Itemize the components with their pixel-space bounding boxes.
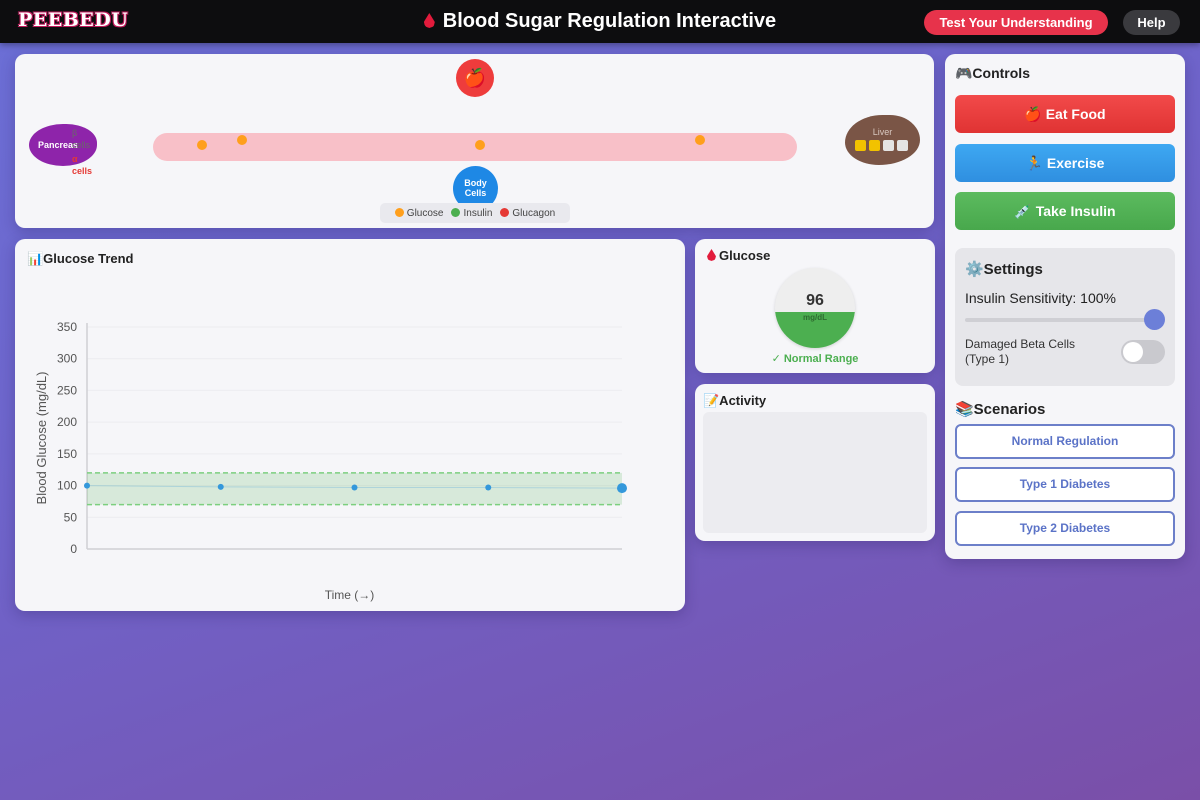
legend-label: Insulin bbox=[463, 207, 493, 219]
glucose-gauge: 96 mg/dL bbox=[775, 268, 855, 348]
glycogen-block bbox=[855, 140, 866, 151]
take-insulin-button[interactable]: 💉 Take Insulin bbox=[955, 192, 1175, 230]
controls-title: 🎮Controls bbox=[955, 65, 1030, 81]
y-tick-label: 350 bbox=[57, 320, 77, 334]
activity-panel: 📝Activity bbox=[695, 384, 935, 541]
body-cells-label: Body Cells bbox=[464, 178, 487, 198]
gauge-fill bbox=[775, 312, 855, 348]
legend-dot bbox=[500, 207, 510, 217]
y-tick-label: 300 bbox=[57, 352, 77, 366]
glucose-point bbox=[485, 484, 492, 491]
controls-panel: 🎮Controls 🍎 Eat Food 🏃 Exercise 💉 Take I… bbox=[945, 54, 1185, 559]
glucose-particle bbox=[237, 135, 247, 145]
settings-section: ⚙️Settings Insulin Sensitivity: 100% Dam… bbox=[955, 248, 1175, 386]
top-bar: PEEBEDU Blood Sugar Regulation Interacti… bbox=[0, 0, 1200, 43]
exercise-button[interactable]: 🏃 Exercise bbox=[955, 144, 1175, 182]
scenario-normal-regulation[interactable]: Normal Regulation bbox=[955, 424, 1175, 459]
insulin-sensitivity-slider[interactable] bbox=[965, 318, 1155, 322]
glucose-unit: mg/dL bbox=[803, 313, 827, 322]
scenario-type-1-diabetes[interactable]: Type 1 Diabetes bbox=[955, 467, 1175, 502]
glucose-status: ✓ Normal Range bbox=[771, 353, 859, 365]
legend-dot bbox=[451, 207, 461, 217]
glucose-value: 96 bbox=[806, 292, 824, 309]
test-understanding-button[interactable]: Test Your Understanding bbox=[924, 10, 1108, 35]
page-title-text: Blood Sugar Regulation Interactive bbox=[442, 10, 777, 32]
glucose-particle bbox=[197, 140, 207, 150]
y-tick-label: 50 bbox=[64, 510, 78, 524]
damaged-beta-toggle[interactable] bbox=[1121, 340, 1165, 364]
help-button[interactable]: Help bbox=[1123, 10, 1180, 35]
y-tick-label: 200 bbox=[57, 415, 77, 429]
legend-item: Glucose bbox=[394, 207, 444, 219]
legend-label: Glucagon bbox=[512, 207, 556, 219]
glycogen-block bbox=[869, 140, 880, 151]
toggle-knob bbox=[1123, 342, 1143, 362]
y-tick-label: 100 bbox=[57, 479, 77, 493]
x-axis-label: Time (→) bbox=[325, 588, 375, 602]
glucose-title: Glucose bbox=[707, 248, 770, 263]
damaged-beta-label: Damaged Beta Cells (Type 1) bbox=[965, 337, 1076, 366]
insulin-sensitivity-label: Insulin Sensitivity: 100% bbox=[965, 290, 1116, 306]
glucose-trend-title: 📊Glucose Trend bbox=[27, 251, 134, 266]
simulation-panel: 🍎 Pancreas β cells α cells Liver Body Ce… bbox=[15, 54, 934, 228]
scenarios-title: 📚Scenarios bbox=[955, 401, 1046, 418]
y-tick-label: 250 bbox=[57, 383, 77, 397]
pancreas-label: Pancreas bbox=[37, 140, 79, 150]
settings-title: ⚙️Settings bbox=[965, 261, 1043, 278]
glucose-point bbox=[351, 484, 358, 491]
glycogen-block bbox=[897, 140, 908, 151]
alpha-cells-label: α cells bbox=[72, 154, 93, 176]
blood-drop-icon bbox=[707, 249, 716, 261]
food-icon: 🍎 bbox=[456, 59, 494, 97]
legend-dot bbox=[394, 207, 404, 217]
activity-title: 📝Activity bbox=[703, 393, 767, 408]
legend-label: Glucose bbox=[406, 207, 444, 219]
blood-drop-icon bbox=[423, 13, 435, 28]
eat-food-button[interactable]: 🍎 Eat Food bbox=[955, 95, 1175, 133]
slider-handle[interactable] bbox=[1144, 309, 1165, 330]
activity-log bbox=[703, 412, 927, 533]
glycogen-block bbox=[883, 140, 894, 151]
glucose-particle bbox=[695, 135, 705, 145]
y-tick-label: 150 bbox=[57, 447, 77, 461]
glucose-point bbox=[617, 483, 627, 494]
glucose-title-text: Glucose bbox=[719, 248, 771, 263]
glucose-panel: Glucose 96 mg/dL ✓ Normal Range bbox=[695, 239, 935, 373]
logo[interactable]: PEEBEDU bbox=[18, 9, 129, 31]
y-tick-label: 0 bbox=[70, 542, 77, 556]
y-axis-label: Blood Glucose (mg/dL) bbox=[34, 372, 49, 505]
pancreas: Pancreas bbox=[29, 124, 97, 166]
legend-item: Insulin bbox=[451, 207, 493, 219]
glucose-point bbox=[217, 483, 224, 490]
glucose-point bbox=[84, 482, 90, 489]
beta-cells-label: β cells bbox=[72, 128, 91, 150]
legend-item: Glucagon bbox=[500, 207, 556, 219]
glucose-particle bbox=[475, 140, 485, 150]
page-title: Blood Sugar Regulation Interactive bbox=[0, 10, 1200, 33]
scenario-type-2-diabetes[interactable]: Type 2 Diabetes bbox=[955, 511, 1175, 546]
liver: Liver bbox=[845, 115, 920, 165]
liver-label: Liver bbox=[872, 127, 893, 137]
particle-legend: Glucose Insulin Glucagon bbox=[380, 203, 570, 223]
